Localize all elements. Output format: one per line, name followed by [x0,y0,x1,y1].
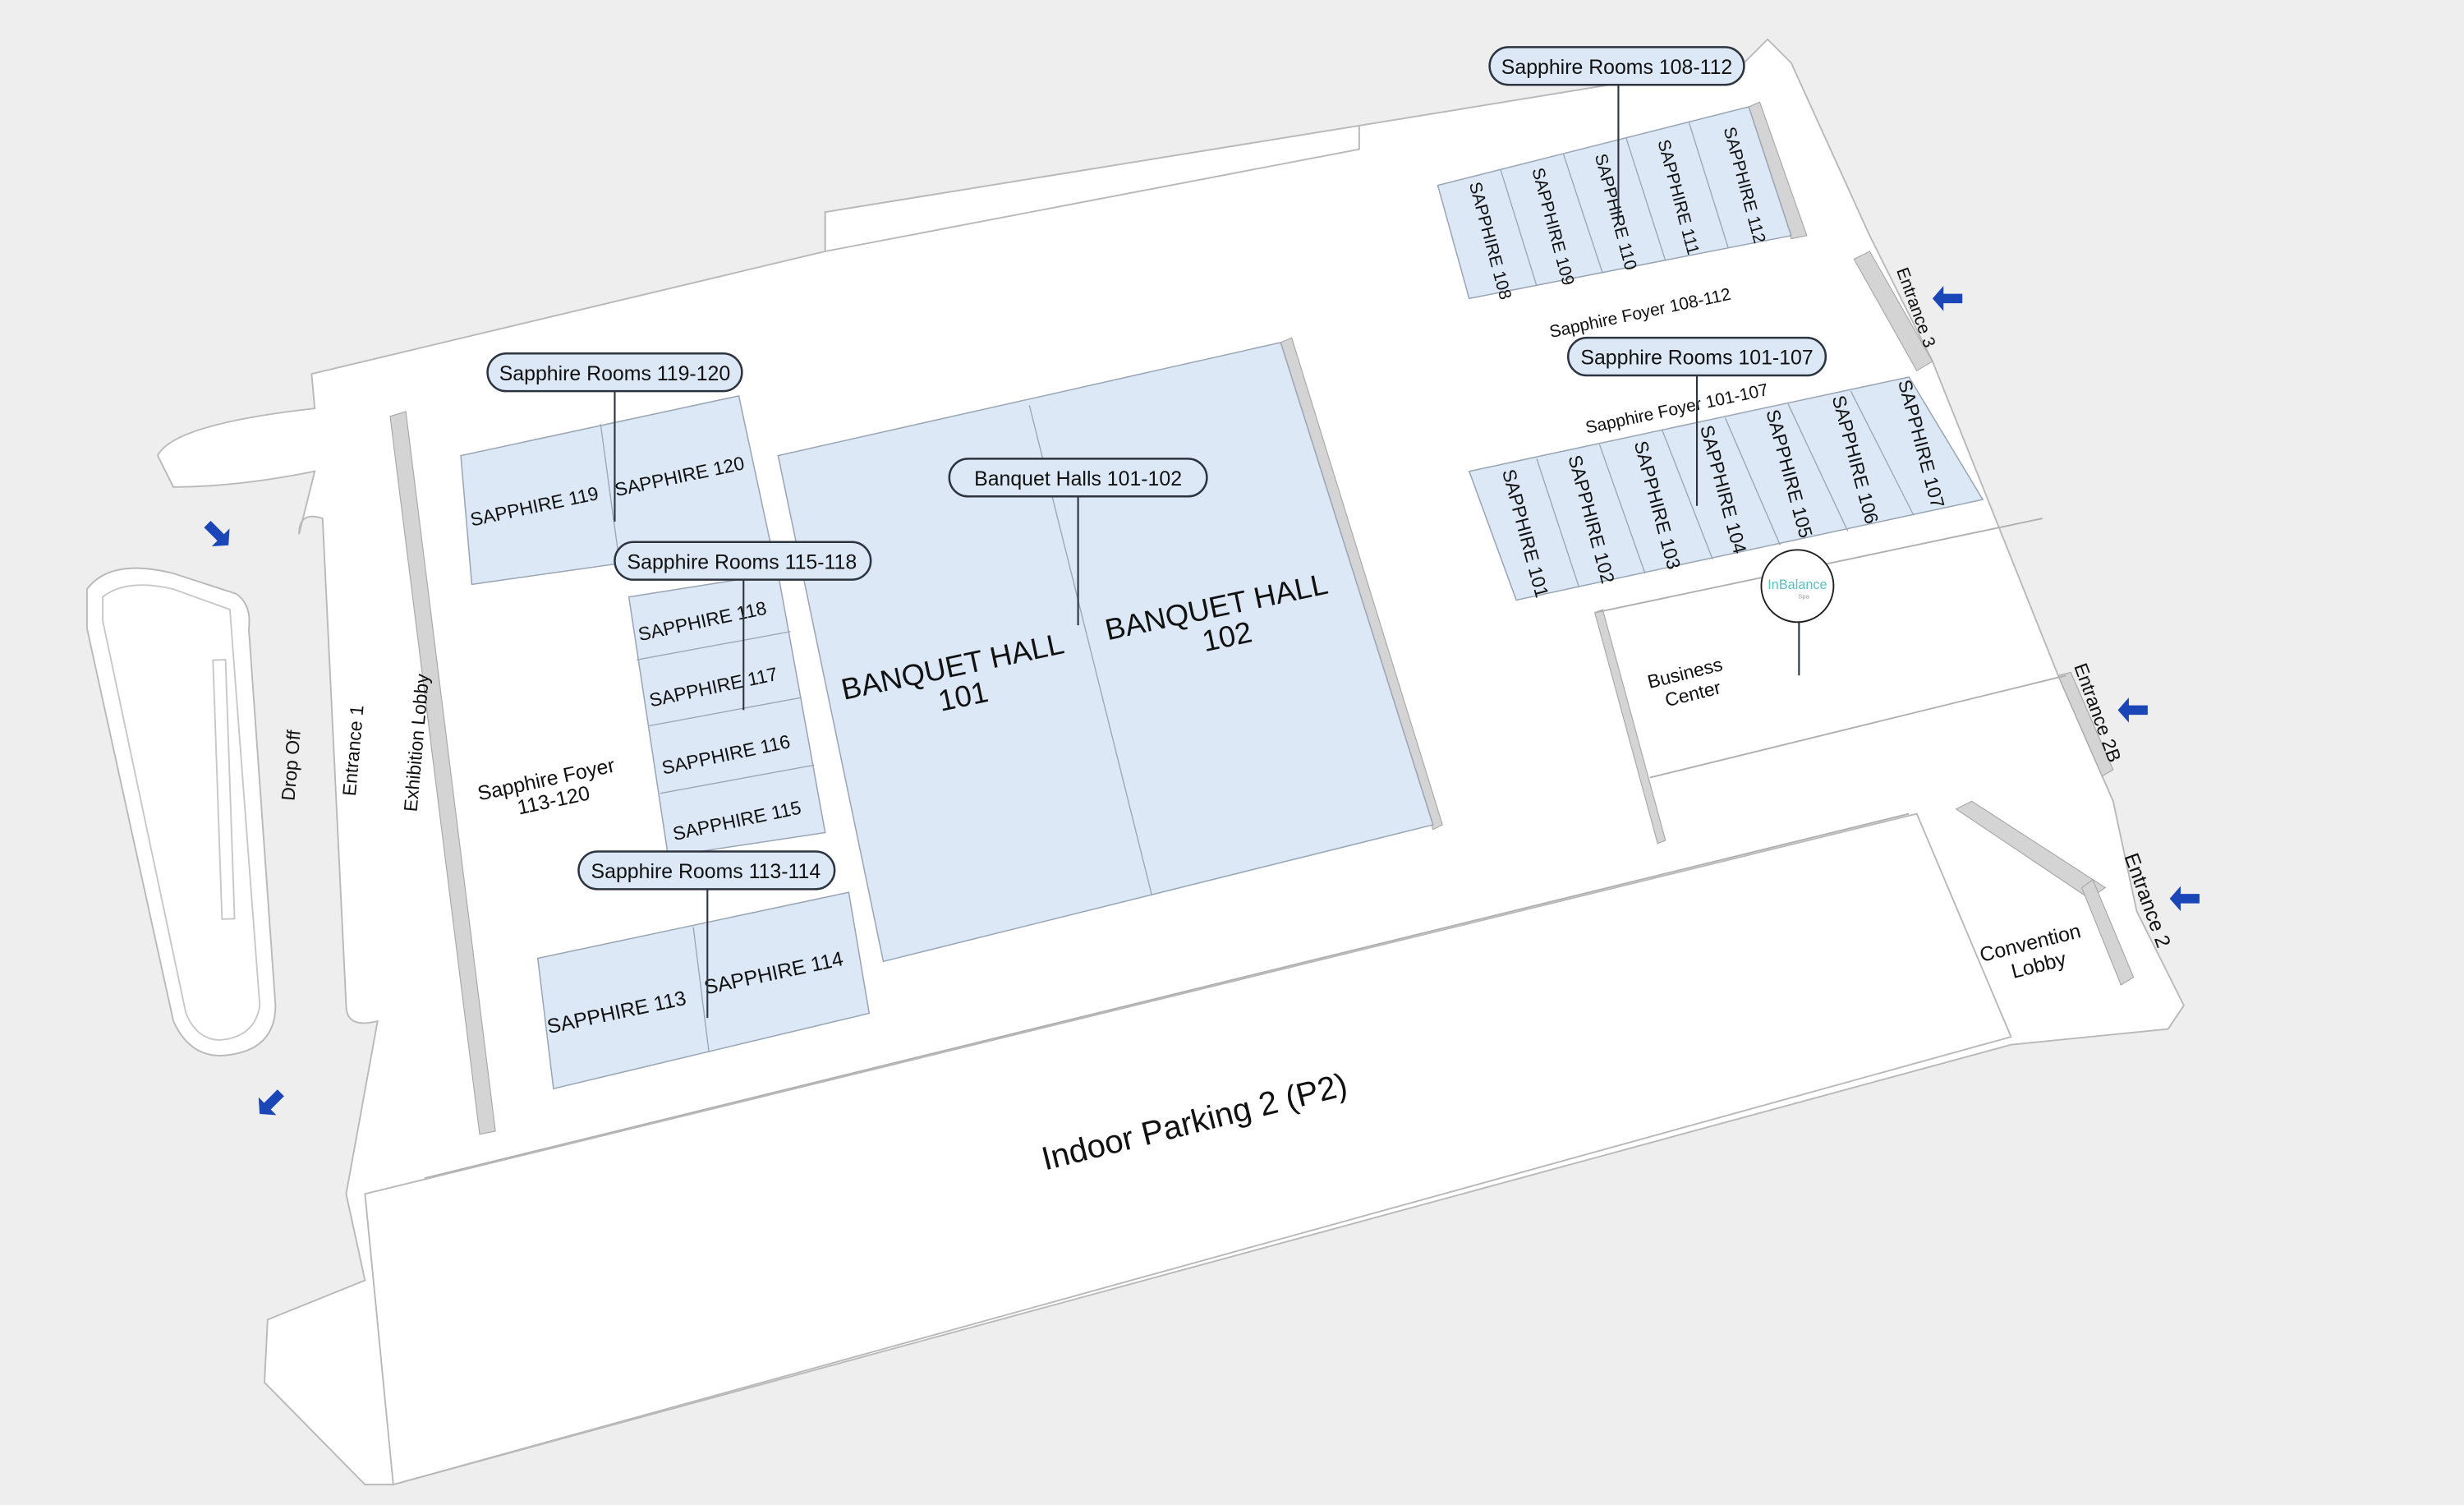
callout-sapphire-119-120[interactable]: Sapphire Rooms 119-120 [486,352,743,522]
rooms-113-114[interactable]: SAPPHIRE 113 SAPPHIRE 114 [536,891,871,1090]
callout-banquet-halls[interactable]: Banquet Halls 101-102 [948,458,1208,626]
callout-label: Sapphire Rooms 101-107 [1580,347,1813,370]
callout-label: Sapphire Rooms 119-120 [499,362,730,385]
spa-logo-sub: Spa [1798,593,1809,601]
callout-sapphire-108-112[interactable]: Sapphire Rooms 108-112 [1488,46,1745,220]
callout-label: Sapphire Rooms 113-114 [591,860,821,883]
entrance-arrow-icon [2117,697,2148,723]
callout-sapphire-113-114[interactable]: Sapphire Rooms 113-114 [577,850,836,1019]
north-wing [824,124,1360,253]
rooms-115-118[interactable]: SAPPHIRE 118 SAPPHIRE 117 SAPPHIRE 116 S… [627,573,826,858]
walls [389,101,2135,1180]
callout-sapphire-115-118[interactable]: Sapphire Rooms 115-118 [614,541,872,711]
banquet-halls[interactable]: BANQUET HALL 101 BANQUET HALL 102 [777,341,1434,963]
entrance-arrow-icon [1932,286,1963,311]
callout-sapphire-101-107[interactable]: Sapphire Rooms 101-107 [1566,336,1827,506]
spa-logo: InBalance [1768,578,1827,592]
callout-label: Banquet Halls 101-102 [974,467,1182,490]
callout-label: Sapphire Rooms 115-118 [627,550,857,573]
callout-label: Sapphire Rooms 108-112 [1501,56,1732,79]
drop-off-island [85,567,277,1057]
entrance-arrow-icon [2169,886,2200,912]
entrance-arrow-icon [258,1089,284,1116]
inbalance-spa-marker[interactable]: InBalance Spa [1760,549,1835,676]
entrance-arrow-icon [204,520,230,547]
indoor-parking[interactable]: Indoor Parking 2 (P2) [364,812,2012,1486]
rooms-101-107[interactable]: SAPPHIRE 101 SAPPHIRE 102 SAPPHIRE 103 S… [1468,376,1984,601]
rooms-108-112[interactable]: SAPPHIRE 108 SAPPHIRE 109 SAPPHIRE 110 S… [1437,106,1792,301]
